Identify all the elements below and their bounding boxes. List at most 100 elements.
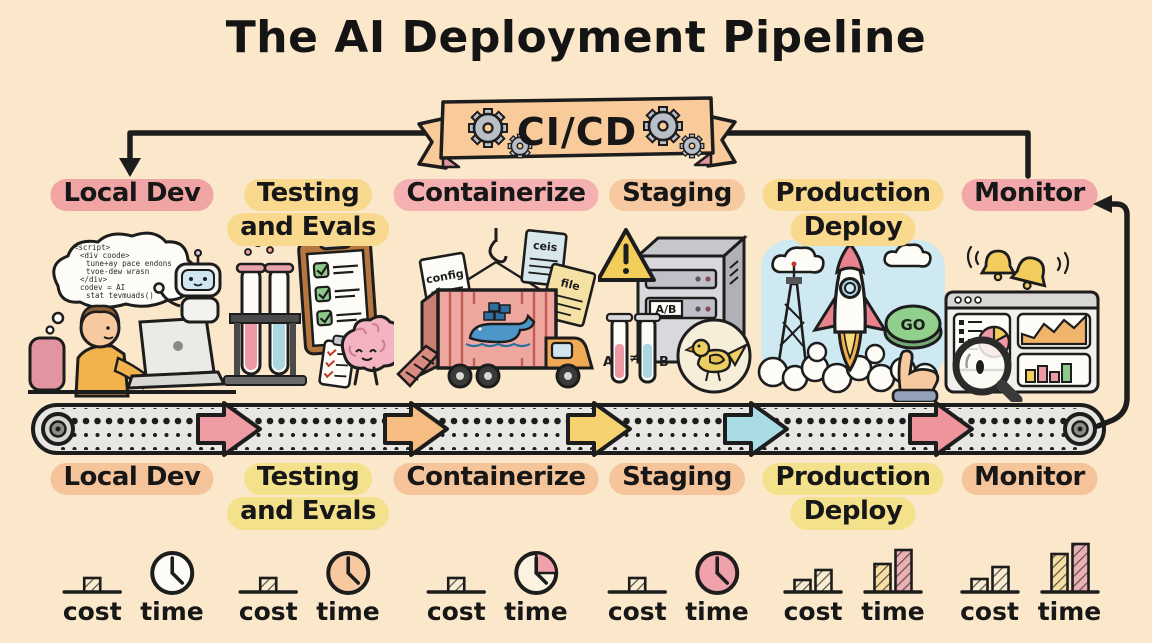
stage-label-line: Local Dev (50, 463, 214, 496)
time-label: time (140, 597, 204, 626)
cost-bars-icon (781, 542, 845, 600)
clouds (771, 243, 932, 274)
laptop (125, 316, 227, 390)
stage-label-line: Monitor (961, 463, 1098, 496)
time-label: time (861, 597, 925, 626)
down-arrowhead-icon (119, 158, 141, 177)
cost-metric: cost (236, 542, 300, 626)
stage-label-bottom: Local Dev (50, 462, 214, 496)
cost-metric: cost (958, 542, 1022, 626)
smoke-clouds (757, 341, 939, 394)
stage-column-containerize: Containerize config cei (393, 178, 599, 640)
brain-character (340, 315, 394, 386)
stage-label-line: Staging (609, 179, 745, 212)
svg-text:tvoe-dew wrasn: tvoe-dew wrasn (86, 267, 149, 276)
cost-label: cost (607, 597, 667, 626)
stage-label-line: Containerize (393, 463, 599, 496)
stage-label-top: Local Dev (50, 178, 214, 212)
svg-text:<script>: <script> (74, 243, 111, 252)
belt-arrow-3 (566, 401, 632, 457)
time-metric: time (1038, 542, 1102, 626)
tube-b-label: B (659, 355, 669, 370)
warning-triangle-icon (598, 228, 656, 282)
time-metric: time (316, 542, 380, 626)
cost-bars-icon (236, 542, 300, 600)
bar-chart-panel (1016, 352, 1092, 388)
tube-a-label: A (603, 355, 613, 370)
time-clock-icon (146, 542, 198, 600)
cost-label: cost (426, 597, 486, 626)
stage-metrics: cost time (424, 542, 568, 626)
docker-container (396, 287, 558, 388)
testing-evals-illustration (222, 226, 394, 402)
cost-metric: cost (60, 542, 124, 626)
robot-assistant (153, 249, 222, 324)
svg-text:<div coode>: <div coode> (80, 251, 130, 260)
svg-text:stat tevmuads(): stat tevmuads() (86, 291, 154, 300)
stage-label-bottom: Monitor (961, 462, 1098, 496)
stage-label-line: Local Dev (50, 179, 214, 212)
stage-label-bottom: Staging (609, 462, 745, 496)
cost-bars-icon (424, 542, 488, 600)
stage-label-bottom: Testing and Evals (227, 462, 389, 531)
time-clock-icon (691, 542, 743, 600)
cost-metric: cost (424, 542, 488, 626)
cost-label: cost (62, 597, 122, 626)
time-bars-icon (861, 542, 925, 600)
belt-arrow-4 (723, 401, 789, 457)
monitor-illustration (942, 226, 1117, 402)
rocket-icon (811, 240, 889, 373)
ab-label: A/B (656, 303, 677, 316)
go-button-label: GO (900, 316, 925, 334)
stage-column-testing-evals: Testing and Evals (222, 178, 394, 640)
belt-roller-left (41, 412, 75, 446)
docker-whale-icon (465, 302, 536, 348)
line-chart-panel (1016, 312, 1092, 350)
svg-text:file: file (559, 276, 581, 293)
containerize-illustration: config ceis file (396, 226, 596, 402)
stage-label-top: Containerize (393, 178, 599, 212)
cost-bars-icon (958, 542, 1022, 600)
time-label: time (685, 597, 749, 626)
time-clock-icon (322, 542, 374, 600)
time-label: time (1037, 597, 1102, 626)
time-metric: time (861, 542, 925, 626)
cicd-banner: CI/CD (416, 94, 738, 176)
magnifier-icon (952, 336, 1023, 402)
stage-label-line: Deploy (790, 213, 916, 246)
stage-column-monitor: Monitor (942, 178, 1117, 640)
time-clock-icon (510, 542, 562, 600)
cost-metric: cost (605, 542, 669, 626)
code-text: <script> <div coode> tune+ay pace endons… (74, 243, 172, 300)
compare-symbol: ≠ (629, 351, 640, 366)
svg-text:config: config (425, 267, 465, 286)
belt-arrow-5 (908, 401, 974, 457)
stage-label-top: Production Deploy (762, 178, 944, 247)
stage-label-top: Testing and Evals (227, 178, 389, 247)
stage-metrics: cost time (60, 542, 204, 626)
stage-label-line: and Evals (227, 497, 389, 530)
cost-label: cost (238, 597, 298, 626)
test-tubes (223, 236, 307, 386)
stage-column-staging: Staging A/B (598, 178, 756, 640)
stage-label-line: Testing (243, 463, 373, 496)
belt-arrow-2 (383, 401, 449, 457)
svg-text:codev = AI: codev = AI (80, 283, 125, 292)
belt-roller-right (1063, 412, 1097, 446)
production-deploy-illustration: GO (755, 226, 951, 402)
svg-text:tune+ay pace endons: tune+ay pace endons (86, 259, 172, 268)
time-metric: time (140, 542, 204, 626)
stage-label-line: Staging (609, 463, 745, 496)
cicd-banner-label: CI/CD (516, 110, 638, 154)
stage-metrics: cost time (781, 542, 925, 626)
truck (438, 336, 594, 389)
stage-label-top: Staging (609, 178, 745, 212)
time-label: time (316, 597, 380, 626)
chair (28, 336, 66, 392)
stage-label-line: Production (762, 179, 944, 212)
cost-metric: cost (781, 542, 845, 626)
alert-bells-icon (966, 245, 1070, 291)
conveyor-belt (31, 401, 1106, 457)
stage-label-bottom: Containerize (393, 462, 599, 496)
